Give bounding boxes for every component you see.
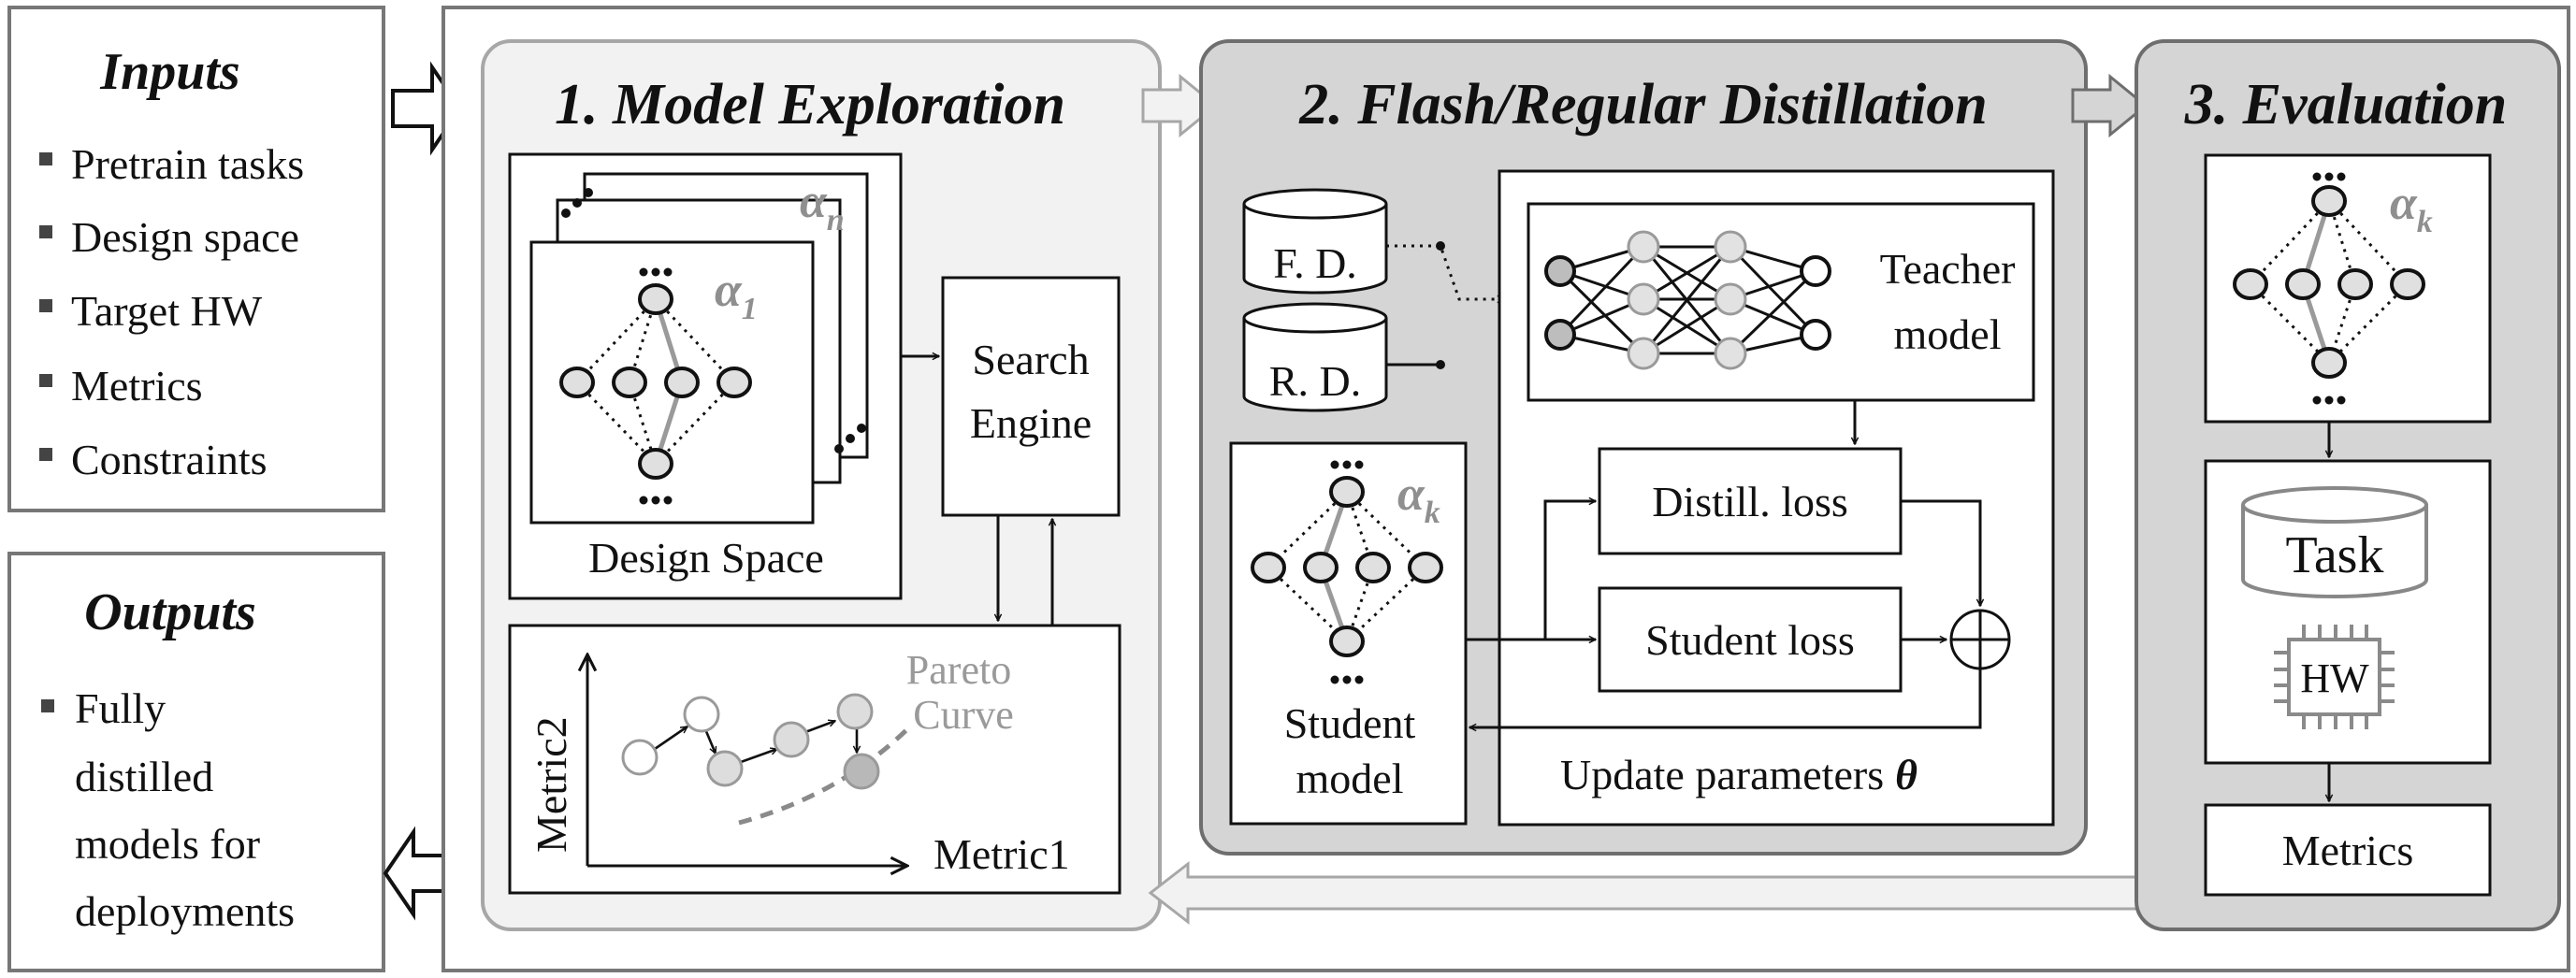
task-cylinder — [2241, 486, 2428, 598]
design-space-model-graph — [559, 267, 752, 505]
alpha-n-label: αn — [800, 175, 845, 237]
stage2-to-stage3-arrow — [2071, 73, 2149, 138]
distill-loss-label: Distill. loss — [1652, 478, 1848, 525]
search-engine-box — [941, 276, 1121, 517]
search-engine-line-1: Search — [972, 336, 1089, 383]
outputs-line-3: models for — [75, 820, 260, 868]
metrics-label: Metrics — [2282, 827, 2414, 874]
hw-label: HW — [2300, 655, 2369, 701]
input-item-design-space: Design space — [71, 213, 299, 261]
fd-label: F. D. — [1273, 239, 1357, 287]
stage2-panel: 2. Flash/Regular Distillation F. D. R. D… — [1199, 39, 2088, 856]
stage2-alpha-k-label: αk — [1397, 467, 1440, 530]
x-axis-label: Metric1 — [933, 830, 1070, 878]
distill-loss-box — [1598, 447, 1903, 555]
outputs-panel: Outputs Fully distilled models for deplo… — [7, 552, 385, 972]
teacher-model-box — [1527, 202, 2035, 402]
pareto-plot-box — [508, 624, 1122, 895]
teacher-line-1: Teacher — [1880, 245, 2016, 293]
input-item-pretrain-tasks: Pretrain tasks — [71, 140, 304, 188]
student-loss-label: Student loss — [1645, 616, 1855, 664]
outputs-line-1: Fully — [75, 684, 166, 732]
student-line-2: model — [1296, 755, 1404, 802]
student-line-1: Student — [1284, 699, 1416, 747]
pareto-curve — [738, 723, 914, 826]
pareto-line-1: Pareto — [906, 647, 1011, 693]
stage3-to-stage1-arrow — [1148, 860, 2155, 926]
stage3-title: 3. Evaluation — [2184, 73, 2508, 137]
chip-icon — [2274, 625, 2395, 729]
stage3-panel: 3. Evaluation — [2135, 39, 2561, 931]
pareto-line-2: Curve — [913, 692, 1014, 738]
task-label: Task — [2286, 526, 2384, 584]
stage1-to-stage2-arrow — [1141, 73, 1219, 138]
student-loss-box — [1598, 586, 1903, 693]
teacher-line-2: model — [1894, 310, 2002, 358]
stage1-panel: 1. Model Exploration αn α1 — [481, 39, 1162, 931]
input-item-metrics: Metrics — [71, 362, 203, 410]
search-engine-line-2: Engine — [970, 399, 1092, 447]
rd-label: R. D. — [1269, 357, 1361, 405]
eval-model-graph — [2233, 172, 2425, 405]
outputs-line-4: deployments — [75, 887, 295, 935]
y-axis-label: Metric2 — [528, 716, 575, 853]
alpha-1-label: α1 — [715, 264, 758, 326]
student-model-graph — [1251, 460, 1443, 684]
metrics-box — [2204, 803, 2492, 897]
flash-data-cylinder — [1242, 188, 1388, 295]
inputs-panel: Inputs Pretrain tasks Design space Targe… — [7, 6, 385, 512]
stage3-alpha-k-label: αk — [2390, 177, 2433, 239]
design-space-label: Design Space — [588, 534, 824, 582]
outputs-line-2: distilled — [75, 753, 213, 800]
stage1-title: 1. Model Exploration — [555, 73, 1065, 137]
regular-data-cylinder — [1242, 302, 1388, 412]
stage2-title: 2. Flash/Regular Distillation — [1298, 73, 1988, 137]
input-item-target-hw: Target HW — [71, 287, 263, 335]
outputs-title: Outputs — [84, 583, 256, 641]
teacher-network — [1544, 230, 1831, 370]
inputs-title: Inputs — [99, 43, 239, 101]
sum-node — [1949, 609, 2011, 670]
input-item-constraints: Constraints — [71, 436, 268, 483]
